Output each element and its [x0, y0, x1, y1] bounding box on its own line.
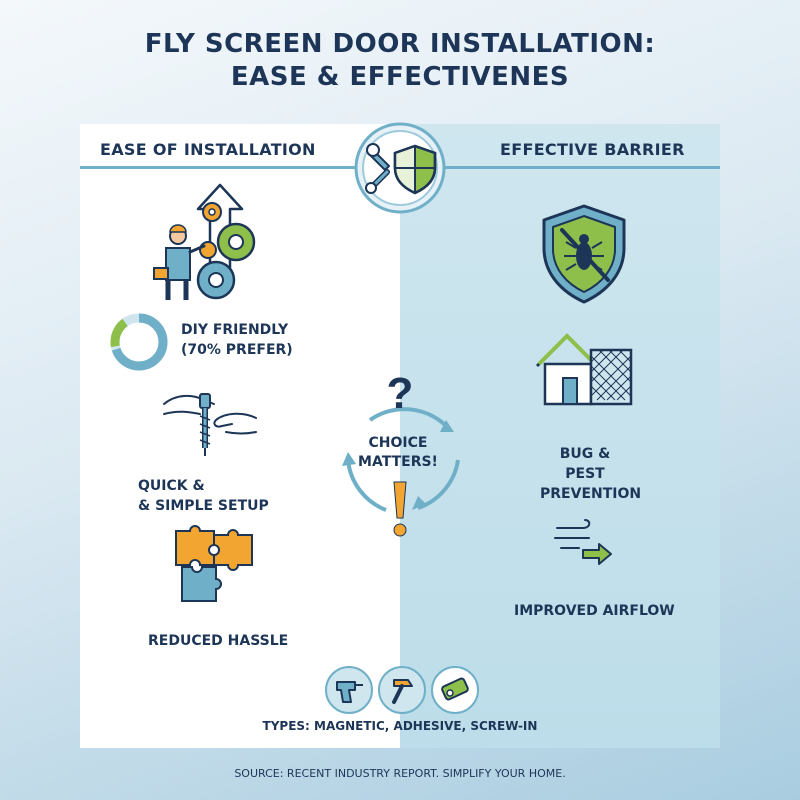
donut-segment-accent [110, 313, 168, 371]
header-divider-right [445, 166, 720, 169]
screw-hand-icon [160, 388, 260, 462]
header-divider-left [80, 166, 355, 169]
house-screen-icon [535, 330, 635, 408]
choice-line-2: MATTERS! [358, 454, 438, 470]
title-line-2: EASE & EFFECTIVENES [230, 62, 570, 92]
page-title: FLY SCREEN DOOR INSTALLATION: EASE & EFF… [0, 28, 800, 94]
question-icon: ? [383, 370, 417, 416]
airflow-icon [553, 518, 613, 566]
ease-header: EASE OF INSTALLATION [100, 140, 316, 159]
svg-text:?: ? [387, 370, 414, 416]
diy-line-1: DIY FRIENDLY [181, 322, 289, 338]
gears-person-icon [150, 180, 270, 305]
tape-icon [431, 666, 479, 714]
types-label: TYPES: MAGNETIC, ADHESIVE, SCREW-IN [262, 719, 538, 733]
drill-icon [325, 666, 373, 714]
exclamation-icon [388, 480, 412, 538]
bug-label: BUG & PEST PREVENTION [540, 444, 642, 504]
setup-line-2: & SIMPLE SETUP [138, 498, 269, 514]
puzzle-icon [172, 525, 258, 605]
wrench-icon [365, 143, 390, 194]
diy-label: DIY FRIENDLY (70% PREFER) [181, 320, 293, 360]
diy-line-2: (70% PREFER) [181, 342, 293, 358]
setup-line-1: QUICK & [138, 478, 205, 494]
center-badge [345, 122, 455, 214]
bug-shield-icon [538, 202, 630, 306]
bug-line-2: PREVENTION [540, 486, 642, 502]
choice-cycle [330, 380, 480, 530]
shield-icon [393, 144, 437, 195]
bug-line-1: BUG & PEST [559, 446, 611, 482]
choice-line-1: CHOICE [368, 435, 428, 451]
choice-label: CHOICE MATTERS! [330, 434, 466, 472]
airflow-label: IMPROVED AIRFLOW [514, 603, 675, 619]
hammer-icon [378, 666, 426, 714]
title-line-1: FLY SCREEN DOOR INSTALLATION: [144, 29, 656, 59]
barrier-header: EFFECTIVE BARRIER [500, 140, 685, 159]
setup-label: QUICK & & SIMPLE SETUP [138, 476, 269, 516]
hassle-label: REDUCED HASSLE [148, 633, 289, 649]
source-label: SOURCE: RECENT INDUSTRY REPORT. SIMPLIFY… [234, 767, 566, 780]
donut-segment-prefer [110, 313, 168, 371]
donut-icon [108, 311, 170, 373]
